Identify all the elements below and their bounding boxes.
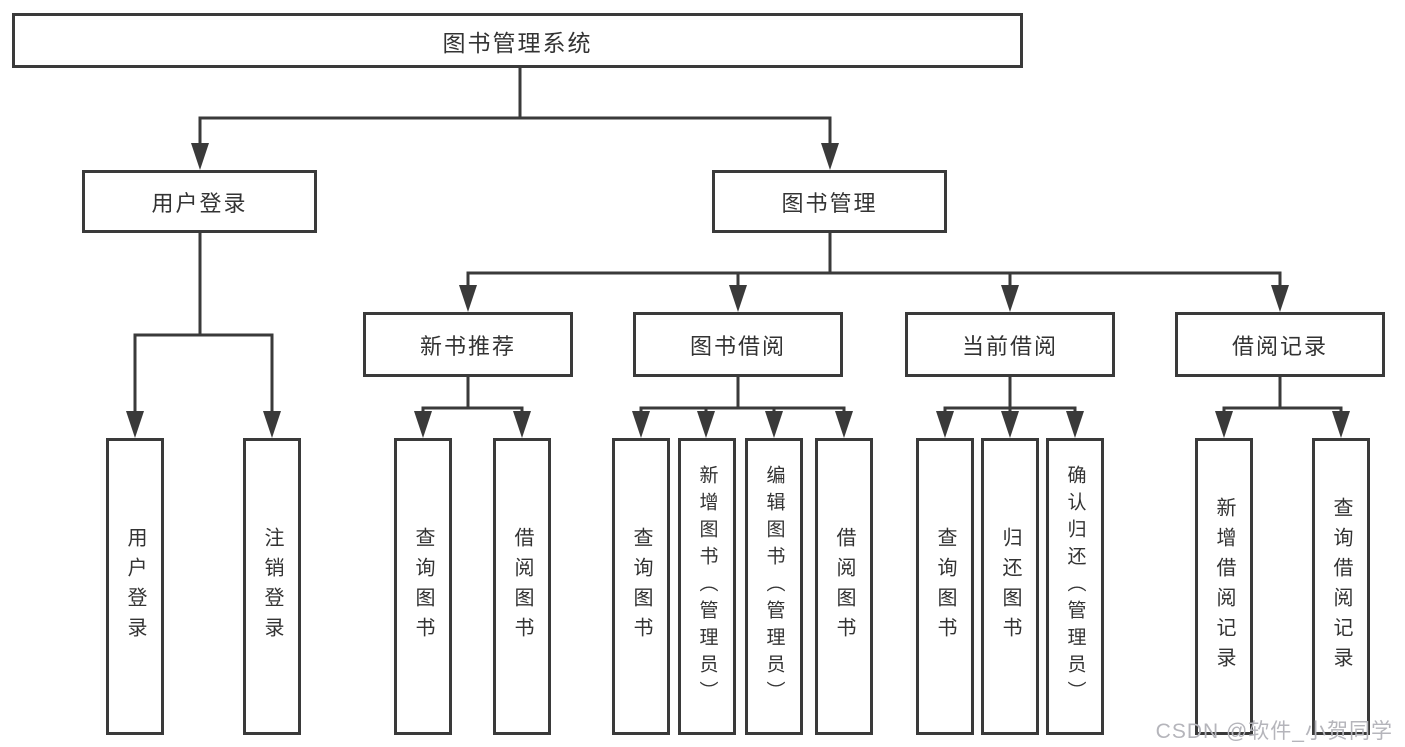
leaf-query-borrow-record: 查询借阅记录 (1312, 438, 1370, 735)
leaf-query-book-2: 查询图书 (612, 438, 670, 735)
leaf-return-book-label: 归还图书 (999, 526, 1021, 647)
node-user-login: 用户登录 (82, 170, 317, 233)
node-new-book-recommend: 新书推荐 (363, 312, 573, 377)
node-current-borrow: 当前借阅 (905, 312, 1115, 377)
leaf-query-borrow-record-label: 查询借阅记录 (1330, 496, 1352, 677)
leaf-query-book-2-label: 查询图书 (630, 526, 652, 647)
leaf-add-borrow-record: 新增借阅记录 (1195, 438, 1253, 735)
leaf-add-borrow-record-label: 新增借阅记录 (1213, 496, 1235, 677)
leaf-edit-book-admin-label: 编辑图书（管理员） (763, 465, 785, 708)
leaf-borrow-book-2-label: 借阅图书 (833, 526, 855, 647)
leaf-borrow-book-1-label: 借阅图书 (511, 526, 533, 647)
leaf-edit-book-admin: 编辑图书（管理员） (745, 438, 803, 735)
node-book-borrow: 图书借阅 (633, 312, 843, 377)
leaf-return-book: 归还图书 (981, 438, 1039, 735)
node-book-management: 图书管理 (712, 170, 947, 233)
node-library-management-system: 图书管理系统 (12, 13, 1023, 68)
leaf-confirm-return-admin: 确认归还（管理员） (1046, 438, 1104, 735)
node-borrow-records: 借阅记录 (1175, 312, 1385, 377)
leaf-add-book-admin: 新增图书（管理员） (678, 438, 736, 735)
leaf-borrow-book-2: 借阅图书 (815, 438, 873, 735)
leaf-user-login: 用户登录 (106, 438, 164, 735)
arrowheads (126, 143, 1350, 438)
leaf-query-book-3: 查询图书 (916, 438, 974, 735)
leaf-logout: 注销登录 (243, 438, 301, 735)
csdn-watermark: CSDN @软件_小贺同学 (1155, 720, 1393, 743)
leaf-borrow-book-1: 借阅图书 (493, 438, 551, 735)
leaf-add-book-admin-label: 新增图书（管理员） (696, 465, 718, 708)
leaf-confirm-return-admin-label: 确认归还（管理员） (1064, 465, 1086, 708)
leaf-query-book-3-label: 查询图书 (934, 526, 956, 647)
leaf-query-book-1-label: 查询图书 (412, 526, 434, 647)
leaf-query-book-1: 查询图书 (394, 438, 452, 735)
leaf-logout-label: 注销登录 (261, 526, 283, 647)
leaf-user-login-label: 用户登录 (124, 526, 146, 647)
